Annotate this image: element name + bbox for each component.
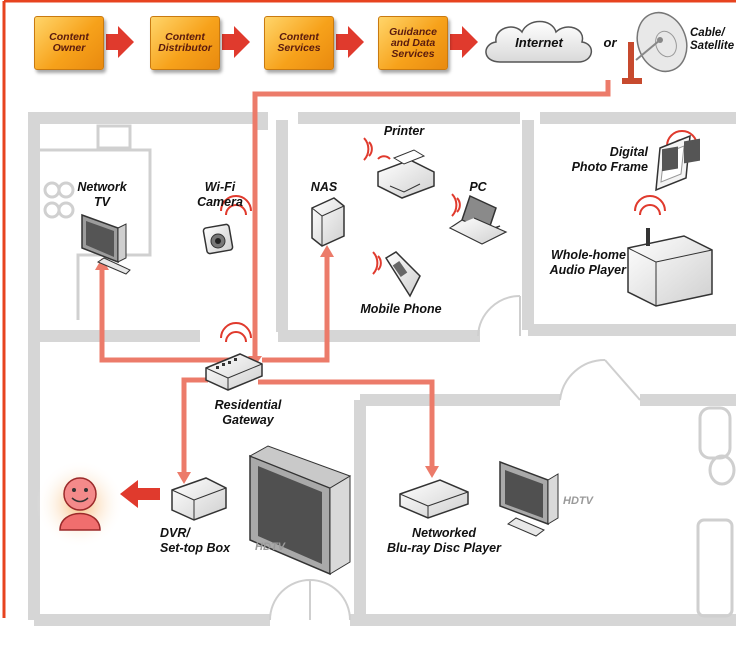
printer-icon xyxy=(377,149,435,199)
wifi-camera-icon xyxy=(202,223,234,255)
chain-box-content-services: Content Services xyxy=(264,16,334,70)
internet-cloud-icon xyxy=(485,20,592,63)
pc-label: PC xyxy=(469,180,487,194)
dvr-set-top-box-icon xyxy=(171,477,227,521)
doors xyxy=(269,294,641,621)
hdtv-large-icon xyxy=(248,445,352,576)
chain-box-guidance-data-services: Guidance and Data Services xyxy=(378,16,448,70)
network-tv-icon xyxy=(81,213,131,275)
chain-box-content-distributor: Content Distributor xyxy=(150,16,220,70)
nas-icon xyxy=(311,197,345,247)
satellite-dish-icon xyxy=(622,11,688,84)
viewer-person-icon xyxy=(36,460,124,548)
hdtv-small-icon xyxy=(499,460,559,537)
residential-gateway-icon xyxy=(205,353,263,391)
chain-label-content-services: Content Services xyxy=(277,31,321,54)
audio-player-label: Whole-home Audio Player xyxy=(549,248,626,277)
wifi-camera-label: Wi-Fi Camera xyxy=(197,180,243,209)
chain-arrows xyxy=(106,26,478,58)
to-viewer-arrow xyxy=(120,480,160,508)
chain-label-content-owner: Content Owner xyxy=(49,31,89,54)
hdtv-label-2: HDTV xyxy=(563,495,593,507)
chain-label-guidance-data-services: Guidance and Data Services xyxy=(389,25,437,60)
kitchen-counter xyxy=(40,124,152,320)
residential-gateway-label: Residential Gateway xyxy=(214,398,282,427)
photo-frame-label: Digital Photo Frame xyxy=(571,145,648,174)
chain-label-content-distributor: Content Distributor xyxy=(158,31,212,54)
dvr-label: DVR/ Set-top Box xyxy=(160,526,231,555)
hdtv-label-1: HDTV xyxy=(255,541,285,553)
printer-label: Printer xyxy=(383,124,425,138)
network-tv-label: Network TV xyxy=(77,180,127,209)
bluray-player-icon xyxy=(399,479,469,519)
mobile-phone-label: Mobile Phone xyxy=(360,302,442,316)
nas-label: NAS xyxy=(310,180,338,194)
mobile-phone-icon xyxy=(384,251,421,298)
bluray-label: Networked Blu-ray Disc Player xyxy=(387,526,501,555)
chain-box-content-owner: Content Owner xyxy=(34,16,104,70)
walls xyxy=(28,112,736,626)
cable-satellite-label: Cable/ Satellite xyxy=(690,27,735,52)
bathroom xyxy=(696,406,736,618)
audio-player-icon xyxy=(627,138,713,307)
network-links xyxy=(99,80,611,474)
internet-label: Internet xyxy=(515,35,563,50)
pc-laptop-icon xyxy=(448,194,508,245)
or-label: or xyxy=(603,35,617,50)
